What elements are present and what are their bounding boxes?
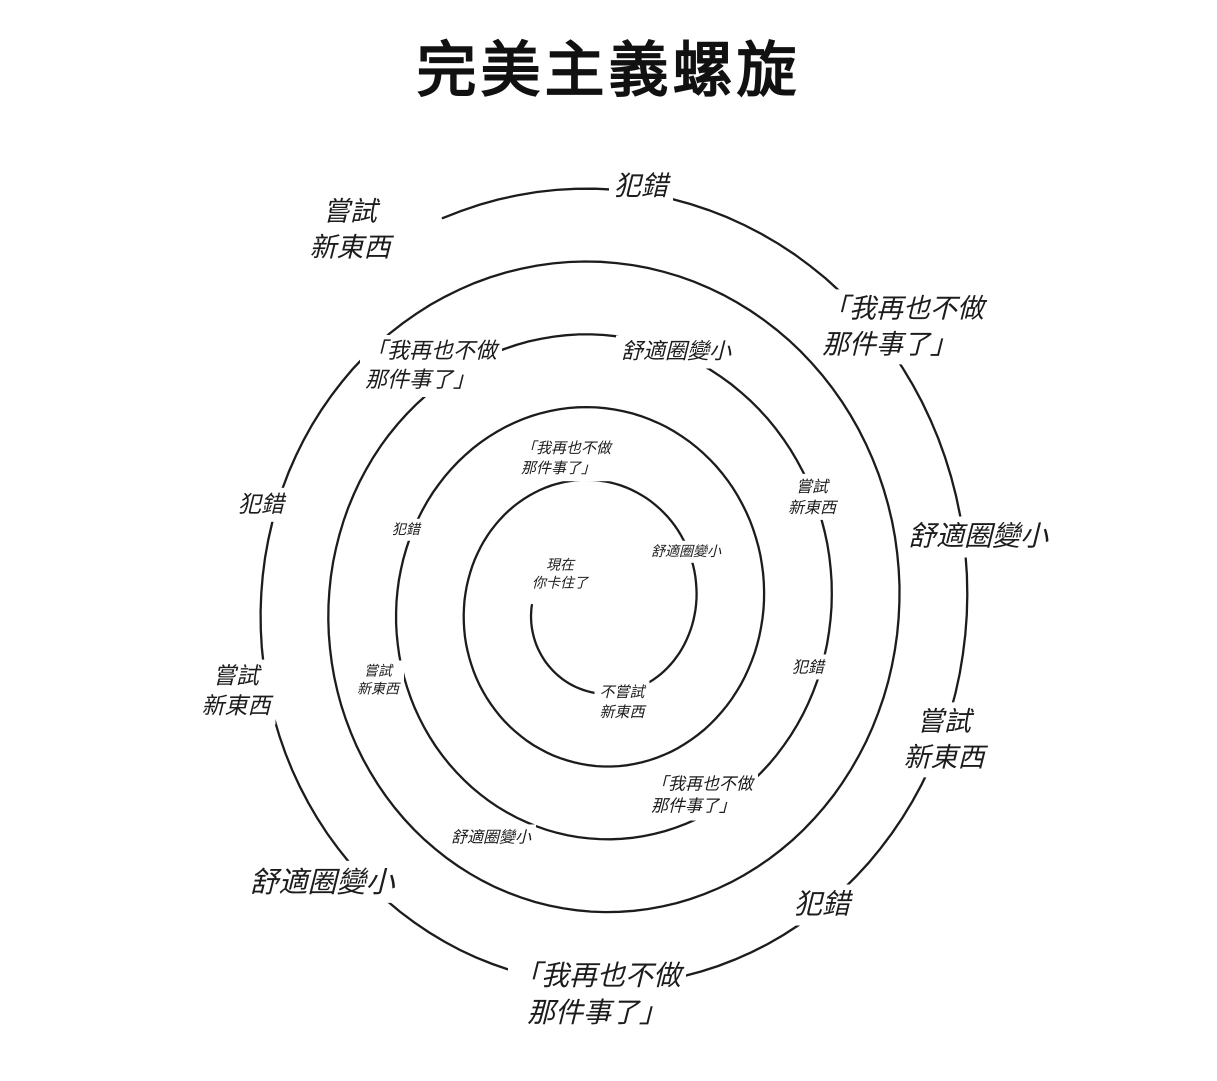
spiral-label-never-again-ring2-left: 「我再也不做 那件事了」 [359,334,503,398]
spiral-label-make-mistakes-outer-bottom-right: 犯錯 [788,884,856,926]
page-title: 完美主義螺旋 [416,36,801,106]
spiral-label-make-mistakes-ring2-right: 犯錯 [786,654,830,680]
spiral-label-try-new-things-ring3-left: 嘗試 新東西 [352,660,404,702]
spiral-label-comfort-zone-shrinks-outer-bottom: 舒適圈變小 [244,860,400,904]
spiral-label-comfort-zone-shrinks-ring2-top: 舒適圈變小 [615,335,737,369]
spiral-label-try-new-things-ring2-right: 嘗試 新東西 [782,473,842,521]
spiral-label-now-you-are-stuck-center: 現在 你卡住了 [527,554,593,596]
spiral-label-try-new-things-outer-left: 嘗試 新東西 [196,659,276,725]
spiral-label-make-mistakes-ring3-left: 犯錯 [387,518,425,542]
spiral-label-make-mistakes-outer-left: 犯錯 [233,487,289,523]
spiral-label-try-new-things-outer-right: 嘗試 新東西 [898,702,990,778]
spiral-label-never-again-outer-bottom: 「我再也不做 那件事了」 [507,956,687,1034]
spiral-label-comfort-zone-shrinks-ring3-right: 舒適圈變小 [646,540,726,564]
spiral-label-comfort-zone-shrinks-outer-right: 舒適圈變小 [902,516,1054,558]
spiral-path [259,187,969,987]
spiral-label-make-mistakes-outer-top: 犯錯 [609,167,673,207]
spiral-label-dont-try-new-things-center: 不嘗試 新東西 [594,681,650,725]
spiral-label-never-again-outer-right: 「我再也不做 那件事了」 [817,289,989,365]
spiral-label-try-new-things-outer-top-left: 嘗試 新東西 [304,192,396,268]
spiral-label-never-again-ring2-bottom: 「我再也不做 那件事了」 [646,771,758,821]
spiral-label-never-again-ring3-center: 「我再也不做 那件事了」 [515,437,617,481]
spiral-label-comfort-zone-shrinks-ring2-bottom: 舒適圈變小 [445,824,537,850]
